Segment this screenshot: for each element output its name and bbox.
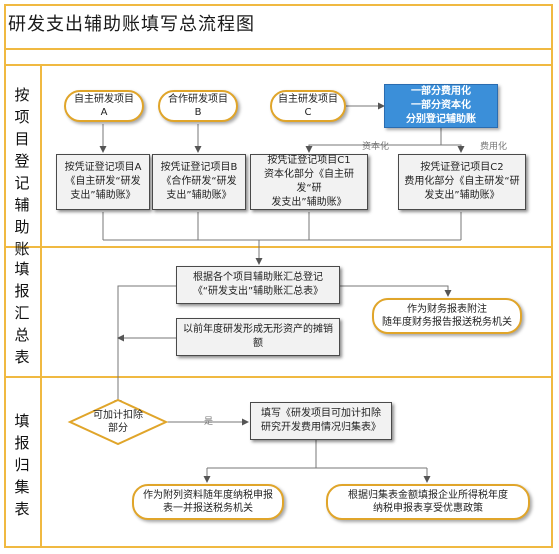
edge-label-yes: 是	[204, 417, 214, 427]
decision-diamond	[67, 398, 169, 446]
lane-label-collection: 填 报 归 集 表	[14, 412, 30, 518]
node-tax-benefit: 根据归集表金额填报企业所得税年度 纳税申报表享受优惠政策	[326, 484, 530, 520]
lane-divider-1	[4, 246, 553, 248]
node-decision-label: 可加计扣除 部分	[93, 410, 143, 434]
node-amortize: 以前年度研发形成无形资产的摊销 额	[176, 318, 340, 356]
node-attach-report: 作为财务报表附注 随年度财务报告报送税务机关	[372, 298, 522, 334]
node-split-note: 一部分费用化 一部分资本化 分别登记辅助账	[384, 84, 498, 128]
node-fill-collection: 填写《研发项目可加计扣除 研究开发费用情况归集表》	[250, 402, 392, 440]
diagram-frame	[4, 4, 553, 548]
node-record-a: 按凭证登记项目A 《自主研发“研发 支出”辅助账》	[56, 154, 150, 210]
lane-label-separator	[40, 66, 42, 548]
node-summary: 根据各个项目辅助账汇总登记 《“研发支出”辅助账汇总表》	[176, 266, 340, 304]
lane-label-ledger: 按 项 目 登 记 辅 助 账	[14, 86, 30, 258]
edge-label-expensed: 费用化	[480, 142, 508, 152]
edge-label-capitalized: 资本化	[362, 142, 390, 152]
lane-divider-2	[4, 376, 553, 378]
edge-to-decision	[114, 285, 176, 407]
node-self-project-c: 自主研发项目C	[270, 90, 346, 122]
page-title: 研发支出辅助账填写总流程图	[8, 14, 255, 35]
edge-to-attach-report	[340, 285, 452, 297]
edge-expensed	[440, 128, 465, 153]
lane-label-summary: 填 报 汇 总 表	[14, 260, 30, 366]
title-divider	[4, 48, 553, 50]
header-divider	[4, 64, 553, 66]
node-record-b: 按凭证登记项目B 《合作研发“研发 支出”辅助账》	[152, 154, 246, 210]
node-record-c1: 按凭证登记项目C1 资本化部分《自主研发“研 发支出”辅助账》	[250, 154, 368, 210]
node-coop-project-b: 合作研发项目B	[158, 90, 238, 122]
node-attach-tax: 作为附列资料随年度纳税申报 表一并报送税务机关	[132, 484, 284, 520]
node-self-project-a: 自主研发项目A	[64, 90, 144, 122]
node-record-c2: 按凭证登记项目C2 费用化部分《自主研发“研 发支出”辅助账》	[398, 154, 526, 210]
